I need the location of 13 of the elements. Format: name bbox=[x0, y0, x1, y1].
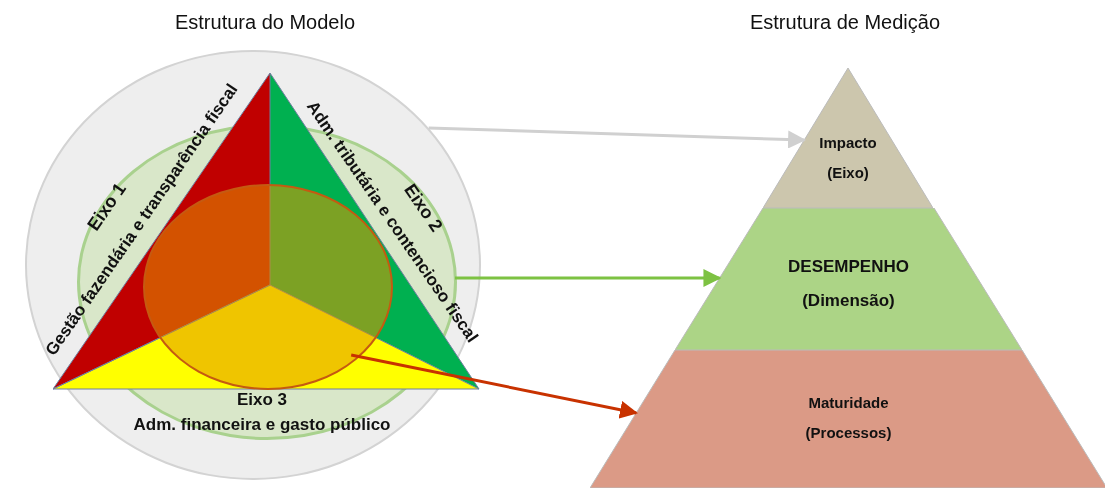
level-label: (Dimensão) bbox=[802, 290, 895, 312]
level-label: Impacto bbox=[819, 133, 877, 153]
level-label: (Eixo) bbox=[827, 163, 869, 183]
level-label: Maturidade bbox=[808, 393, 889, 413]
arrow bbox=[428, 126, 807, 149]
heading: Estrutura do Modelo bbox=[174, 10, 356, 34]
heading: Estrutura de Medição bbox=[749, 10, 941, 34]
axis-label: Adm. financeira e gasto público bbox=[133, 415, 391, 435]
arrow bbox=[350, 353, 638, 419]
axis-label: Eixo 3 bbox=[236, 390, 288, 410]
level-label: DESEMPENHO bbox=[788, 256, 909, 278]
arrow bbox=[455, 269, 722, 287]
level-label: (Processos) bbox=[805, 423, 892, 443]
